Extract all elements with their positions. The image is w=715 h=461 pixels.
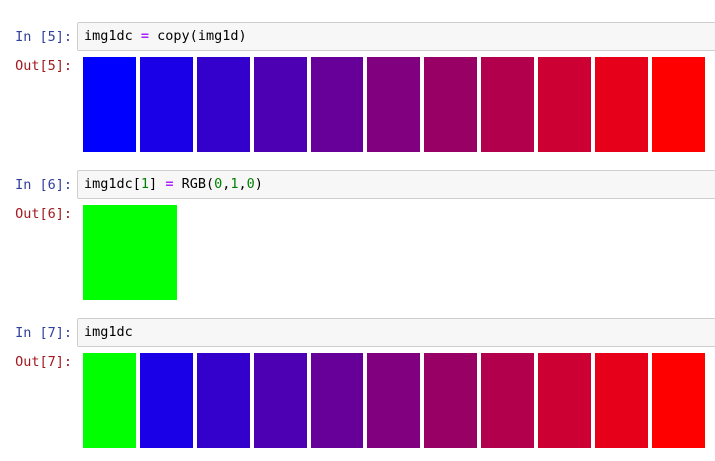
color-swatch	[424, 353, 478, 448]
color-swatch	[538, 353, 592, 448]
color-swatch	[83, 205, 177, 300]
code-input[interactable]: img1dc	[77, 318, 715, 347]
color-swatch	[595, 57, 648, 152]
color-swatch	[196, 353, 250, 448]
code-token: img1dc	[84, 324, 133, 340]
color-swatch	[310, 57, 364, 152]
color-swatch-output	[83, 205, 177, 300]
color-swatch	[481, 353, 535, 448]
code-token: img1dc[	[84, 176, 141, 192]
code-token: ,	[238, 176, 247, 192]
out-prompt: Out[6]:	[15, 206, 72, 222]
color-swatch	[139, 57, 193, 152]
in-prompt: In [6]:	[15, 177, 72, 193]
code-token: 0	[214, 176, 223, 192]
color-swatch	[367, 353, 421, 448]
color-swatch	[139, 353, 193, 448]
code-token: copy(img1d)	[149, 28, 247, 44]
color-swatch	[83, 353, 136, 448]
code-token: =	[140, 28, 150, 44]
in-prompt: In [5]:	[15, 29, 72, 45]
in-prompt: In [7]:	[15, 325, 72, 341]
code-token: ,	[222, 176, 231, 192]
code-token: )	[254, 176, 263, 192]
color-swatch	[651, 353, 705, 448]
color-swatch-output	[83, 353, 705, 448]
color-swatch	[196, 57, 250, 152]
code-input[interactable]: img1dc[1] = RGB(0,1,0)	[77, 170, 715, 199]
out-prompt: Out[7]:	[15, 354, 72, 370]
color-swatch	[253, 57, 307, 152]
color-swatch	[310, 353, 364, 448]
color-swatch-output	[83, 57, 705, 152]
color-swatch	[538, 57, 592, 152]
code-token: 1	[230, 176, 239, 192]
code-token: RGB(	[173, 176, 215, 192]
color-swatch	[83, 57, 136, 152]
code-input[interactable]: img1dc = copy(img1d)	[77, 22, 715, 51]
color-swatch	[651, 57, 705, 152]
code-token: img1dc	[84, 28, 141, 44]
out-prompt: Out[5]:	[15, 58, 72, 74]
color-swatch	[595, 353, 648, 448]
color-swatch	[367, 57, 421, 152]
code-token: =	[165, 176, 174, 192]
code-token: 0	[246, 176, 255, 192]
code-token: ]	[149, 176, 166, 192]
color-swatch	[253, 353, 307, 448]
color-swatch	[481, 57, 535, 152]
code-token: 1	[140, 176, 150, 192]
color-swatch	[424, 57, 478, 152]
